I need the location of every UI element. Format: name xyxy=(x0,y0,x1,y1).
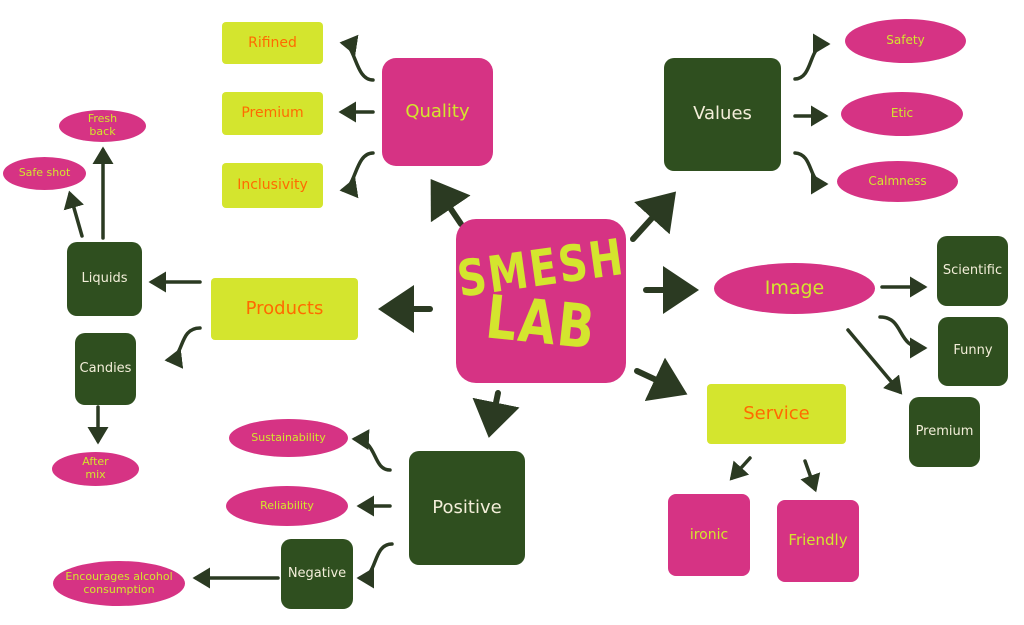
arrow-quality-inclusivity xyxy=(339,151,375,199)
node-calmness-label: Calmness xyxy=(868,173,927,188)
arrow-quality-rifined xyxy=(339,34,375,82)
node-calmness: Calmness xyxy=(837,161,958,202)
node-scientific: Scientific xyxy=(937,236,1008,306)
node-safe-shot-label: Safe shot xyxy=(18,166,71,180)
node-image-premium-label: Premium xyxy=(915,423,974,439)
node-products: Products xyxy=(211,278,358,340)
node-fresh-back: Fresh back xyxy=(59,110,146,142)
arrow-service-friendly xyxy=(800,459,821,493)
node-values: Values xyxy=(664,58,781,171)
node-quality-premium-label: Premium xyxy=(241,105,304,122)
node-fresh-back-label: Fresh back xyxy=(87,112,118,138)
node-sustainability: Sustainability xyxy=(229,419,348,457)
arrow-image-premium xyxy=(846,328,903,395)
arrow-positive-sustainability xyxy=(351,429,392,472)
node-after-mix-label: After mix xyxy=(82,455,109,481)
node-products-label: Products xyxy=(245,297,324,319)
node-scientific-label: Scientific xyxy=(942,262,1003,278)
node-positive-label: Positive xyxy=(432,496,502,518)
node-quality: Quality xyxy=(382,58,493,166)
node-etic-label: Etic xyxy=(890,106,914,121)
node-rifined: Rifined xyxy=(222,22,323,64)
node-friendly-label: Friendly xyxy=(788,531,848,550)
node-reliability-label: Reliability xyxy=(260,498,314,512)
node-quality-label: Quality xyxy=(405,100,470,122)
node-encourages-alcohol: Encourages alcohol consumption xyxy=(53,561,185,606)
arrow-values-calmness xyxy=(793,151,829,195)
arrow-liquids-safeshot xyxy=(63,190,84,238)
node-negative-label: Negative xyxy=(287,565,347,581)
arrow-positive-negative xyxy=(356,542,394,589)
logo-line-2: LAB xyxy=(482,282,600,364)
node-funny: Funny xyxy=(938,317,1008,386)
node-service: Service xyxy=(707,384,846,444)
node-image-label: Image xyxy=(764,276,825,299)
node-liquids: Liquids xyxy=(67,242,142,316)
node-sustainability-label: Sustainability xyxy=(251,430,326,444)
arrow-logo-to-quality xyxy=(430,179,471,227)
node-safety-label: Safety xyxy=(886,33,925,48)
arrow-products-candies xyxy=(164,326,202,369)
node-candies: Candies xyxy=(75,333,136,405)
node-values-label: Values xyxy=(693,103,752,125)
arrow-values-safety xyxy=(793,33,831,81)
node-inclusivity: Inclusivity xyxy=(222,163,323,208)
node-service-label: Service xyxy=(743,402,810,424)
arrow-logo-to-positive xyxy=(472,390,520,438)
arrow-logo-to-service xyxy=(634,357,688,402)
node-safety: Safety xyxy=(845,19,966,63)
arrow-image-funny xyxy=(878,315,928,359)
node-ironic-label: ironic xyxy=(689,526,729,543)
smesh-lab-logo: SMESH LAB xyxy=(454,219,628,383)
node-candies-label: Candies xyxy=(79,360,132,376)
arrow-service-ironic xyxy=(729,456,752,481)
node-after-mix: After mix xyxy=(52,452,139,486)
node-quality-premium: Premium xyxy=(222,92,323,135)
node-ironic: ironic xyxy=(668,494,750,576)
node-rifined-label: Rifined xyxy=(248,34,297,51)
node-inclusivity-label: Inclusivity xyxy=(237,177,308,194)
node-etic: Etic xyxy=(841,92,963,136)
node-reliability: Reliability xyxy=(226,486,348,526)
node-image: Image xyxy=(714,263,875,314)
node-funny-label: Funny xyxy=(953,343,993,359)
node-friendly: Friendly xyxy=(777,500,859,582)
node-liquids-label: Liquids xyxy=(81,270,128,286)
arrow-logo-to-values xyxy=(630,191,677,242)
node-negative: Negative xyxy=(281,539,353,609)
node-safe-shot: Safe shot xyxy=(3,157,86,190)
node-image-premium: Premium xyxy=(909,397,980,467)
node-encourages-alcohol-label: Encourages alcohol consumption xyxy=(65,569,173,596)
node-positive: Positive xyxy=(409,451,525,565)
